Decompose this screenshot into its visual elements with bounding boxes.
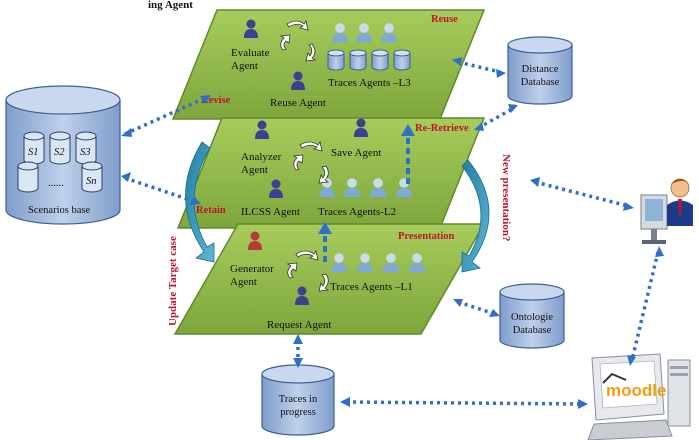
connector-arrowheads (121, 57, 664, 409)
tag-reuse: Reuse (431, 14, 458, 25)
moodle-logo: moodle (606, 381, 666, 400)
layer-link-arrows (318, 124, 415, 262)
new-presentation-label: New presentation? (500, 154, 512, 241)
trace-db-icon (371, 49, 389, 71)
dotted-connectors (124, 60, 660, 406)
traces-agents-l3-label: Traces Agents –L3 (328, 77, 411, 89)
tag-presentation: Presentation (398, 231, 455, 242)
trace-db-icon (327, 49, 345, 71)
tag-re-retrieve: Re-Retrieve (415, 123, 469, 134)
top-caption: ing Agent (148, 0, 193, 11)
label-second-line: progress (280, 407, 316, 418)
layer-presentation (173, 223, 486, 335)
traces-agents-l1-label: Traces Agents –L1 (330, 281, 413, 293)
moodle-computer-icon: moodle (587, 353, 691, 440)
traces-agents-l2-label: Traces Agents-L2 (318, 206, 396, 218)
label-second-line: Agent (230, 276, 257, 288)
request-agent-label: Request Agent (267, 319, 331, 331)
tag-retain: Retain (196, 205, 226, 216)
label-second-line: Database (521, 77, 560, 88)
reuse-agent-label: Reuse Agent (270, 97, 326, 109)
save-agent-label: Save Agent (331, 147, 381, 159)
user-computer-icon (640, 178, 693, 244)
ilcss-agent-label: ILCSS Agent (241, 206, 300, 218)
label-second-line: Agent (231, 60, 258, 72)
label-second-line: Agent (241, 164, 268, 176)
cycle-arrows-icon (279, 19, 317, 62)
slot-s1: S1 (28, 147, 39, 158)
label-second-line: Database (513, 325, 552, 336)
slot-s3: S3 (80, 147, 91, 158)
trace-db-icon (393, 49, 411, 71)
slot-sn: Sn (86, 176, 97, 187)
slot-s2: S2 (54, 147, 65, 158)
scenarios-base-db: S1 S2 S3 Sn ...... Scenarios base (5, 85, 121, 225)
trace-db-icon (349, 49, 367, 71)
update-target-case-label: Update Target case (167, 236, 179, 326)
cycle-arrows-icon (292, 140, 330, 184)
curved-cycle-arrows (185, 141, 490, 273)
cycle-arrows-icon (286, 249, 330, 292)
slot-ellipsis: ...... (48, 178, 64, 189)
tag-revise: Revise (201, 95, 230, 106)
scenarios-base-label: Scenarios base (28, 205, 90, 216)
